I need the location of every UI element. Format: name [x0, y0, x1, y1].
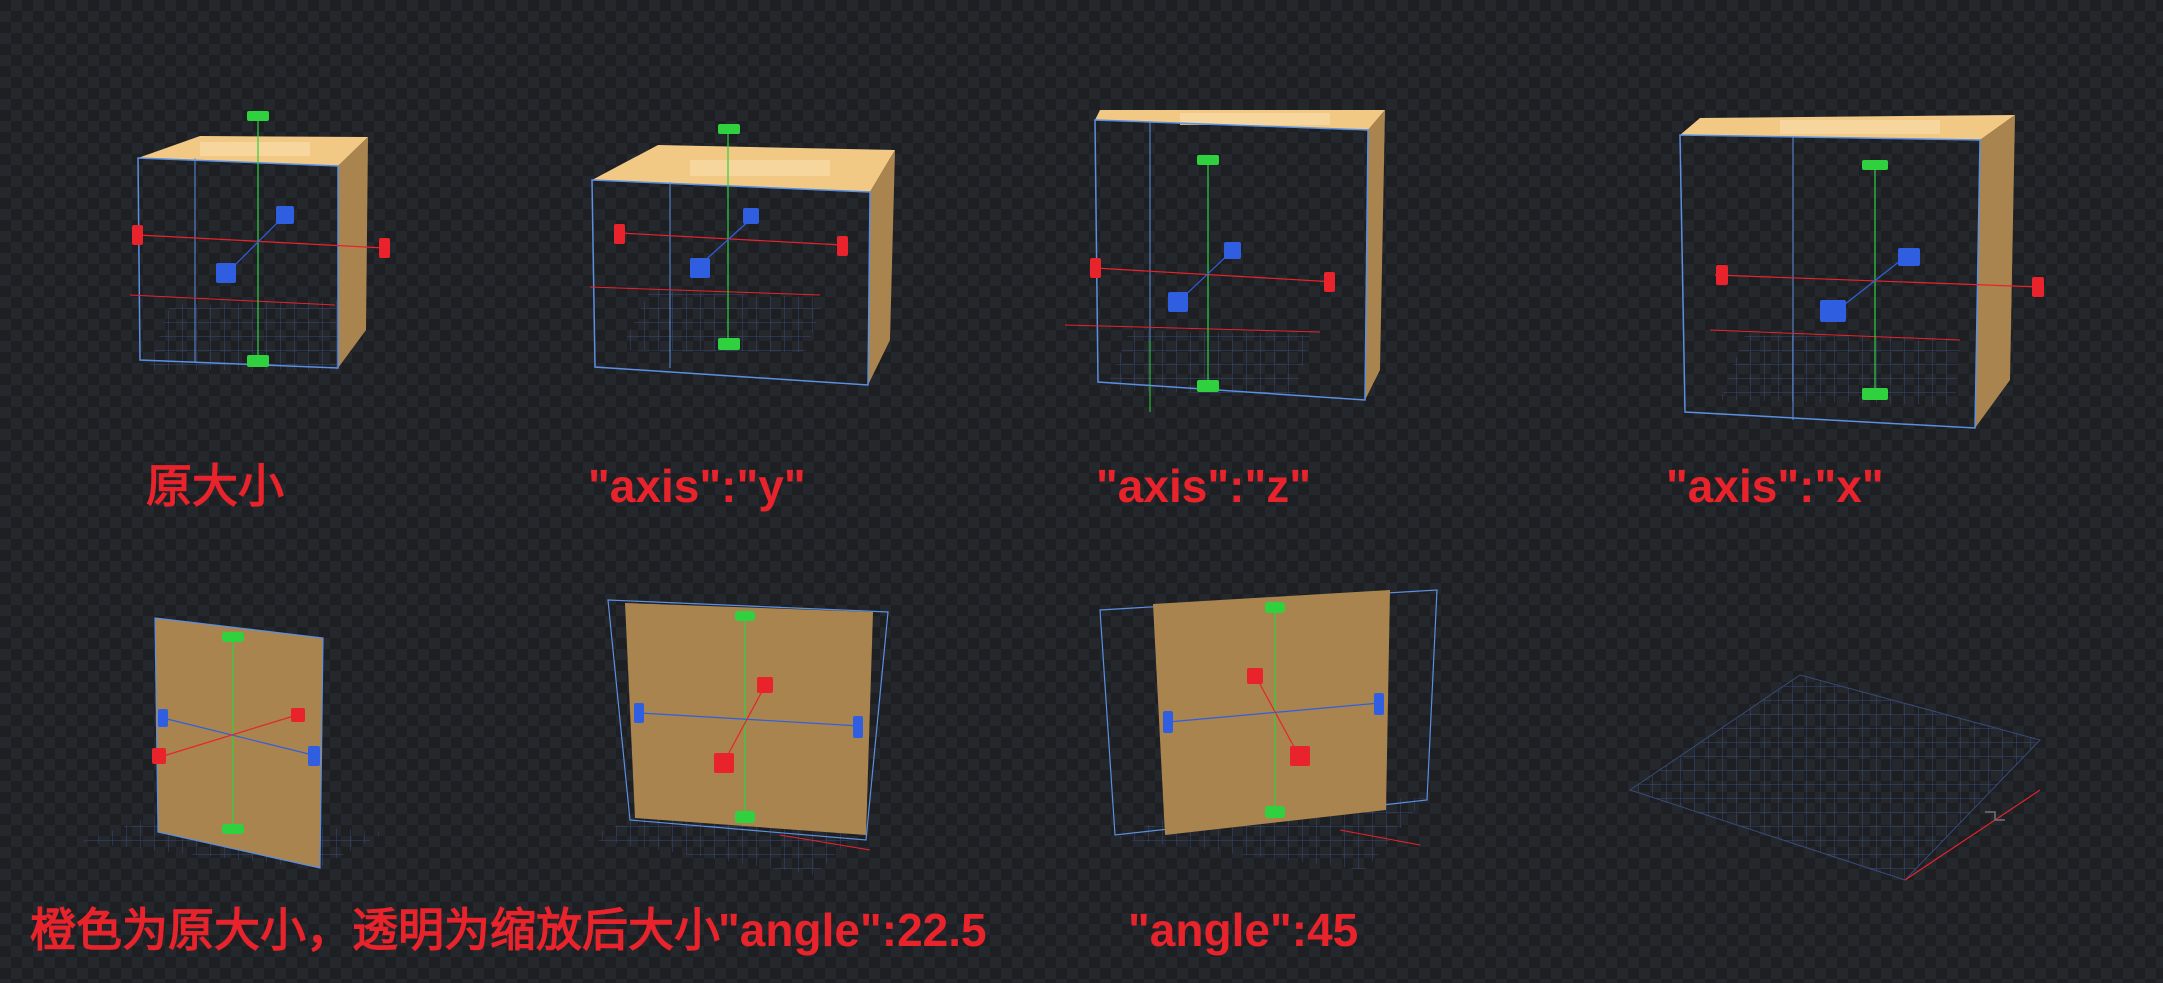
z-axis-line: [639, 712, 861, 727]
z-handle-left[interactable]: [634, 703, 644, 723]
x-axis-ground-line: [779, 834, 871, 851]
caption-angle-45: "angle":45: [1128, 904, 1359, 956]
x-handle-left[interactable]: [132, 225, 143, 245]
viewport-axis-x[interactable]: [1679, 115, 2044, 429]
z-handle-back[interactable]: [743, 208, 759, 224]
z-axis-line: [1834, 256, 1906, 313]
x-handle-front[interactable]: [1290, 746, 1310, 766]
x-axis-ground-line: [589, 286, 821, 296]
z-handle-front[interactable]: [1820, 300, 1846, 322]
z-handle-back[interactable]: [1224, 242, 1241, 259]
viewport-plane-scaled[interactable]: [80, 617, 385, 869]
box-top-decal: [200, 142, 310, 156]
y-handle-top[interactable]: [1862, 160, 1888, 170]
floor-grid: [1628, 674, 2041, 881]
y-handle-top[interactable]: [735, 611, 755, 621]
y-handle-top[interactable]: [718, 124, 740, 134]
x-handle-left[interactable]: [152, 748, 166, 764]
z-handle-front[interactable]: [216, 263, 236, 283]
x-handle-front[interactable]: [714, 753, 734, 773]
box-top-decal: [1180, 113, 1330, 125]
floor-grid: [620, 290, 825, 352]
floor-grid: [1720, 335, 1960, 405]
z-handle-front[interactable]: [1168, 292, 1188, 312]
caption-angle-22-5: "angle":22.5: [718, 904, 987, 956]
viewport-angle-45[interactable]: [1099, 589, 1438, 870]
bounding-box: [1679, 134, 1981, 429]
caption-scale-note: 橙色为原大小，透明为缩放后大小: [30, 904, 720, 956]
z-handle-left[interactable]: [158, 709, 168, 727]
y-handle-bottom[interactable]: [247, 355, 269, 367]
x-axis-line: [723, 683, 767, 763]
x-axis-line: [159, 714, 298, 758]
box-side-face: [338, 137, 368, 368]
z-axis-line: [162, 717, 314, 756]
x-handle-left[interactable]: [1090, 258, 1101, 278]
x-handle-right[interactable]: [2032, 277, 2044, 297]
caption-axis-y: "axis":"y": [588, 460, 806, 512]
box-top-decal: [1780, 120, 1940, 134]
y-handle-top[interactable]: [1197, 155, 1219, 165]
y-handle-bottom[interactable]: [1197, 380, 1219, 392]
z-axis-line: [1167, 702, 1381, 723]
box-top-decal: [690, 160, 830, 176]
z-handle-front[interactable]: [690, 258, 710, 278]
y-handle-top[interactable]: [222, 632, 244, 642]
axis-gizmo-icon: [1985, 811, 2005, 821]
box-side-face: [1975, 115, 2015, 428]
z-handle-back[interactable]: [1898, 248, 1920, 266]
x-axis-ground-line: [1339, 829, 1421, 846]
y-handle-bottom[interactable]: [1265, 806, 1285, 818]
x-axis-line: [137, 234, 386, 249]
viewport-axis-z[interactable]: [1064, 110, 1385, 412]
viewport-angle-22-5[interactable]: [585, 599, 889, 875]
bounding-box: [1094, 119, 1369, 401]
box-side-face: [1365, 110, 1385, 400]
x-axis-ground-line: [1904, 789, 2041, 881]
y-handle-bottom[interactable]: [718, 338, 740, 350]
x-handle-right[interactable]: [291, 708, 305, 722]
caption-axis-z: "axis":"z": [1096, 460, 1312, 512]
x-handle-back[interactable]: [757, 677, 773, 693]
z-handle-right[interactable]: [1374, 693, 1384, 715]
viewport-original[interactable]: [129, 111, 390, 370]
z-axis-line: [699, 217, 753, 266]
x-handle-left[interactable]: [614, 224, 625, 244]
x-handle-right[interactable]: [1324, 272, 1335, 292]
y-handle-bottom[interactable]: [222, 824, 244, 834]
y-handle-top[interactable]: [1265, 602, 1285, 613]
y-handle-top[interactable]: [247, 111, 269, 121]
y-handle-bottom[interactable]: [735, 811, 755, 823]
z-handle-left[interactable]: [1163, 711, 1173, 733]
x-axis-ground-line: [1064, 324, 1321, 333]
caption-original-size: 原大小: [146, 460, 284, 512]
z-handle-right[interactable]: [853, 716, 863, 738]
box-side-face: [868, 150, 895, 385]
plane-panel: [155, 618, 323, 868]
floor-grid: [148, 300, 345, 370]
x-handle-right[interactable]: [379, 238, 390, 258]
x-axis-line: [619, 232, 843, 246]
bounding-box: [607, 599, 889, 841]
caption-axis-x: "axis":"x": [1666, 460, 1884, 512]
x-handle-left[interactable]: [1716, 265, 1728, 285]
x-axis-ground-line: [1709, 329, 1961, 341]
x-handle-back[interactable]: [1247, 668, 1263, 684]
y-handle-bottom[interactable]: [1862, 388, 1888, 400]
z-handle-back[interactable]: [276, 206, 294, 224]
viewport-axis-y[interactable]: [589, 124, 895, 386]
x-axis-line: [1714, 274, 2041, 288]
bounding-box: [591, 179, 871, 386]
x-axis-line: [1094, 267, 1336, 283]
x-handle-right[interactable]: [837, 236, 848, 256]
x-axis-line: [1254, 674, 1301, 759]
x-axis-ground-line: [129, 294, 336, 306]
bounding-box: [137, 157, 339, 369]
z-handle-right[interactable]: [308, 746, 320, 766]
viewport-empty-grid[interactable]: [1628, 674, 2041, 881]
